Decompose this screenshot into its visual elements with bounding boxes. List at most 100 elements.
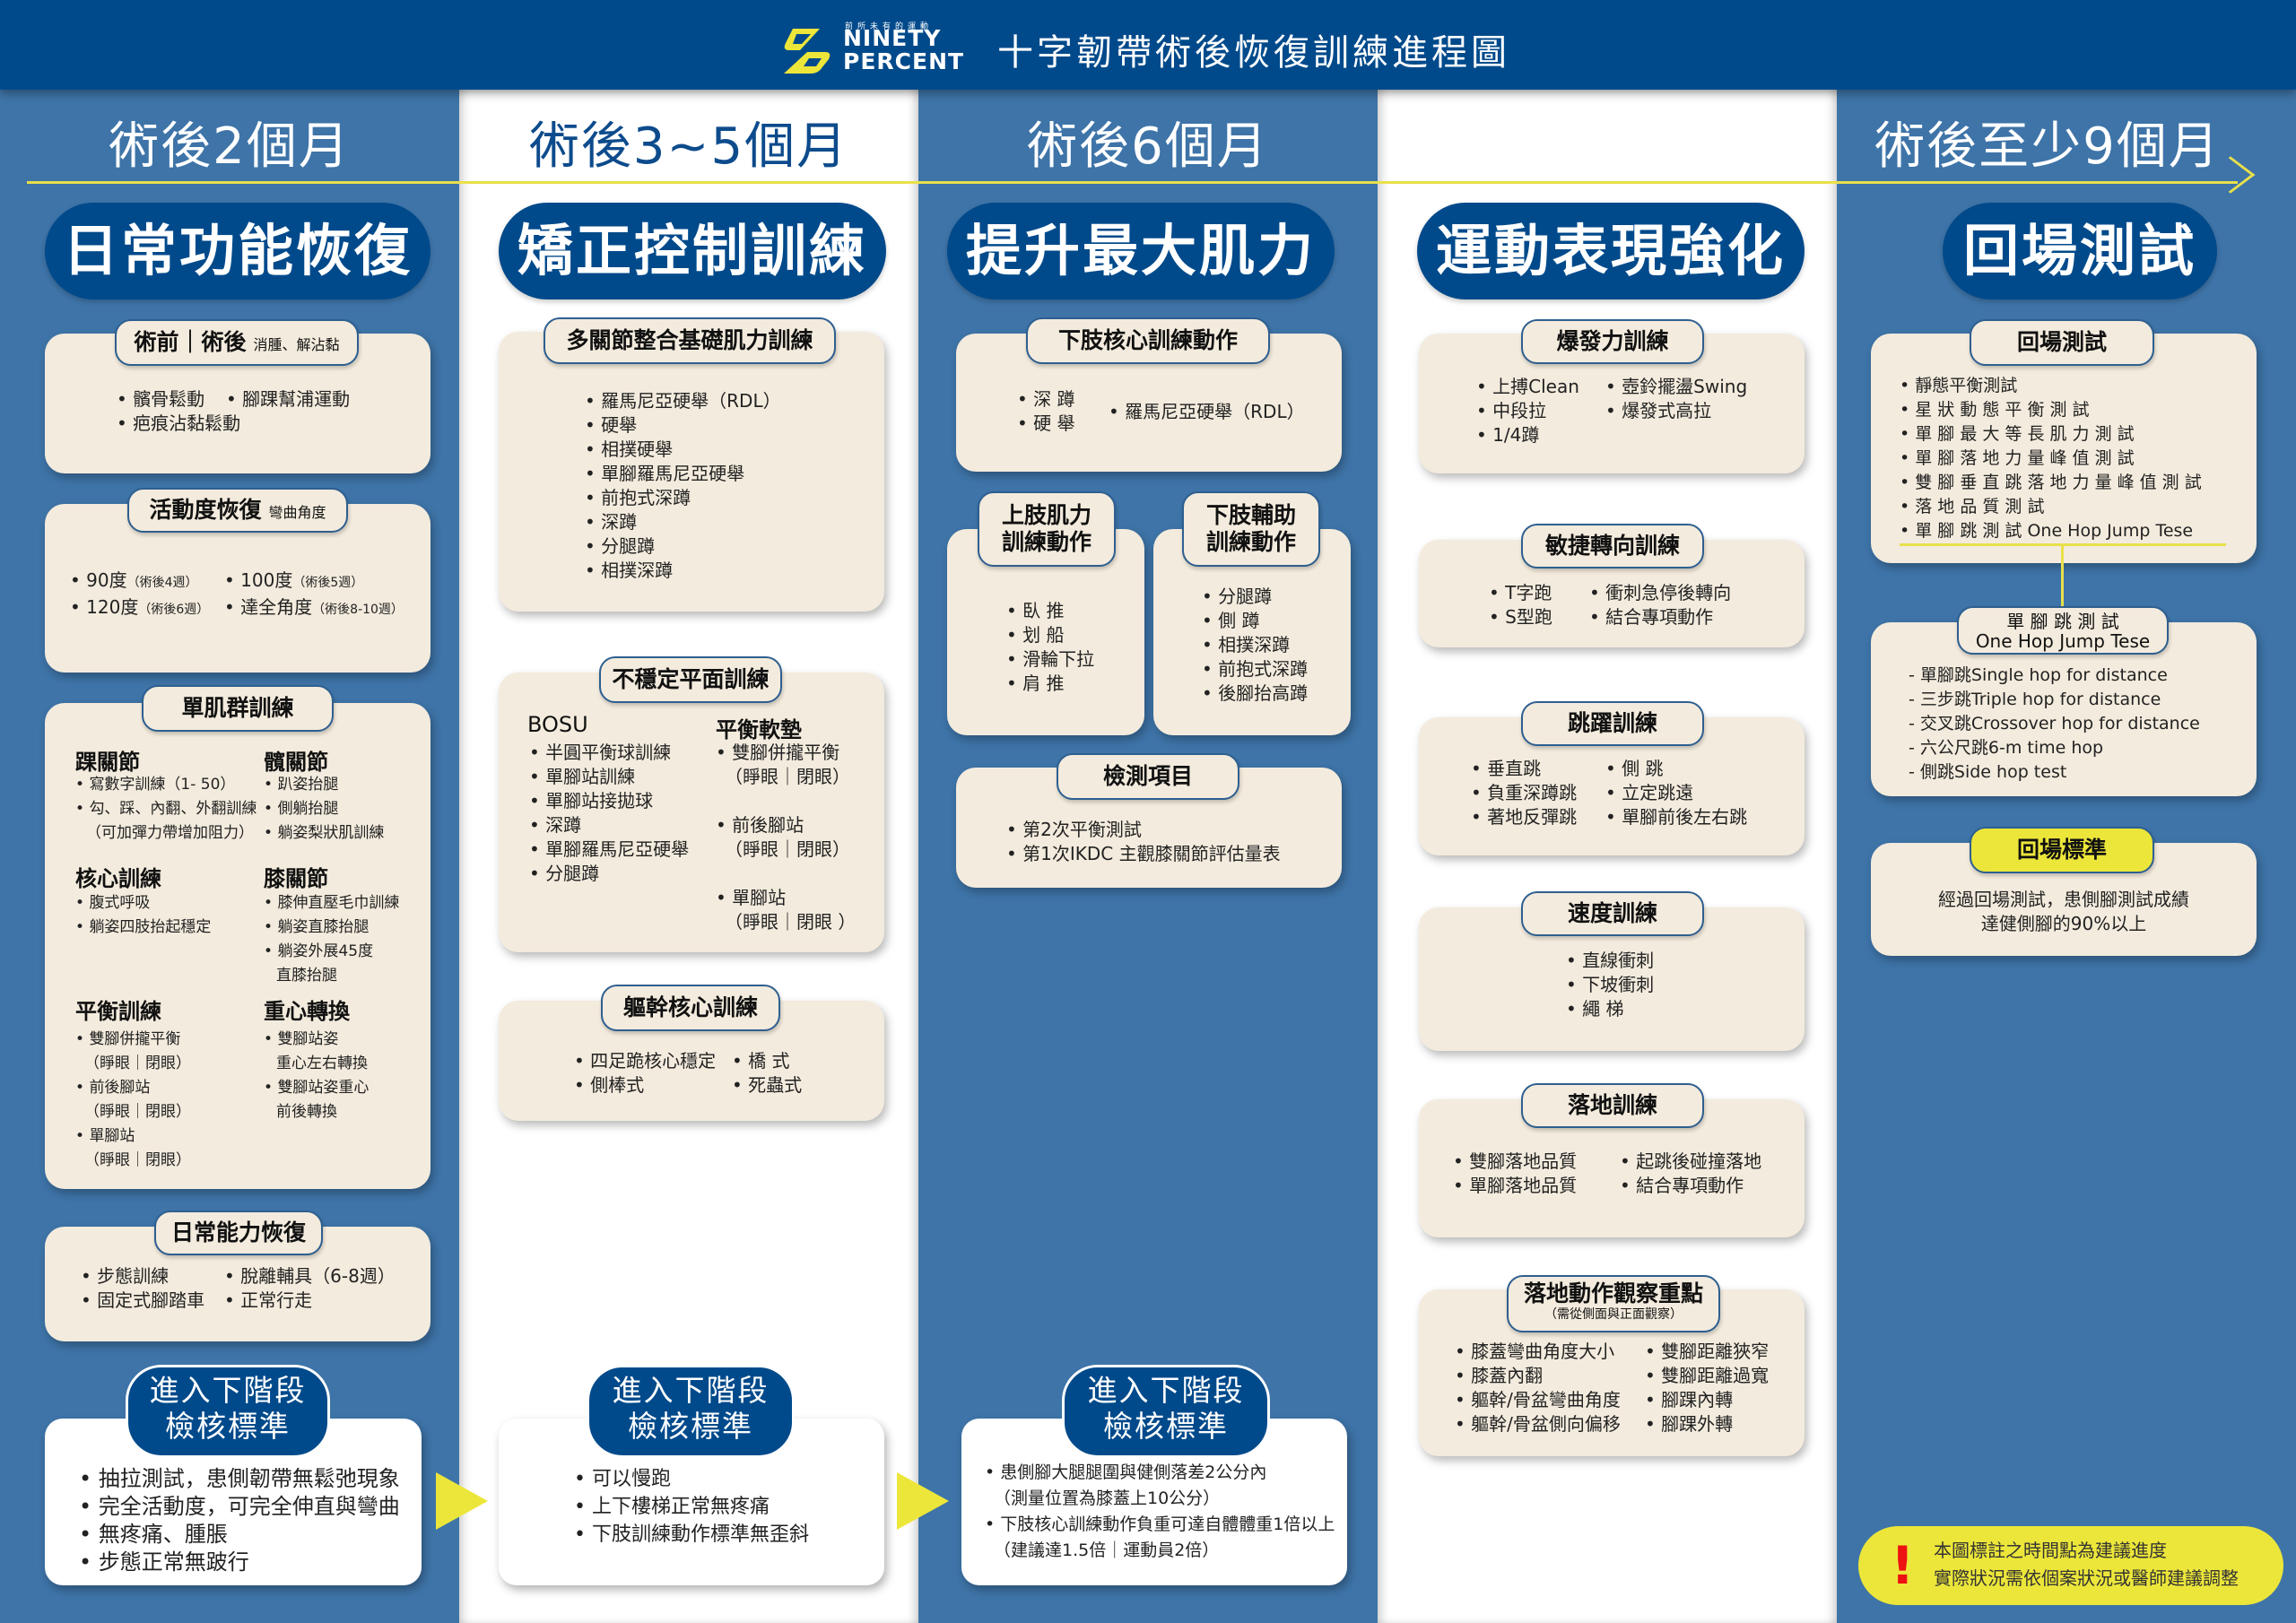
list-item: 臥 推 [1006, 599, 1094, 623]
criteria-tag: 進入下階段 檢核標準 [587, 1365, 795, 1458]
item-list: 第2次平衡測試 第1次IKDC 主觀膝關節評估量表 [1006, 818, 1280, 866]
rom-value: 120度 [86, 596, 139, 618]
item-list: 靜態平衡測試 星 狀 動 態 平 衡 測 試 單 腳 最 大 等 長 肌 力 測… [1900, 374, 2202, 543]
criteria-item: 完全活動度，可完全伸直與彎曲 [79, 1493, 400, 1521]
list-item: 膝伸直壓毛巾訓練 [264, 891, 399, 916]
list-item: 前抱式深蹲 [1202, 657, 1308, 681]
list-item: 羅馬尼亞硬舉（RDL） [585, 389, 780, 413]
list-item-text: （睜眼｜閉眼） [725, 838, 850, 860]
criteria-title-line1: 進入下階段 [612, 1373, 770, 1408]
brand-name: NINETY PERCENT [843, 27, 964, 74]
list-item-continued: （睜眼｜閉眼） [75, 1149, 191, 1173]
list-item: 分腿蹲 [529, 862, 689, 886]
list-item: 靜態平衡測試 [1900, 374, 2202, 398]
list-item: 下坡衝刺 [1566, 973, 1654, 997]
list-item: 死蟲式 [732, 1073, 802, 1098]
list-item-continued: （睜眼｜閉眼） [716, 765, 856, 789]
list-item: 90度（術後4週） [70, 568, 209, 595]
item-list: 羅馬尼亞硬舉（RDL） 硬舉 相撲硬舉 單腳羅馬尼亞硬舉 前抱式深蹲 深蹲 分腿… [585, 389, 781, 583]
list-item: 深蹲 [585, 510, 781, 534]
item-list: 膝蓋彎曲角度大小 膝蓋內翻 軀幹/骨盆彎曲角度 軀幹/骨盆側向偏移 [1455, 1340, 1621, 1436]
return-criteria-text: 經過回場測試，患側腳測試成績 達健側腳的90%以上 [1871, 888, 2257, 936]
item-list: 步態訓練 固定式腳踏車 [81, 1264, 204, 1313]
list-item: 單腳前後左右跳 [1605, 805, 1747, 829]
list-item: 立定跳遠 [1605, 781, 1747, 805]
page-title: 十字韌帶術後恢復訓練進程圖 [997, 32, 1510, 74]
list-item: 單 腳 最 大 等 長 肌 力 測 試 [1900, 422, 2202, 447]
list-item: 達全角度（術後8-10週） [224, 595, 404, 622]
list-item: 雙腳站姿 [264, 1028, 369, 1052]
criteria-item-text: （建議達1.5倍｜運動員2倍） [994, 1541, 1220, 1560]
list-item: T字跑 [1489, 581, 1552, 605]
card-tag: 單 腳 跳 測 試 One Hop Jump Tese [1957, 606, 2169, 655]
list-item: 腹式呼吸 [75, 891, 211, 916]
list-item: 躺姿直膝抬腿 [264, 916, 399, 940]
period-label: 術後6個月 [1027, 117, 1269, 176]
card-tag: 回場測試 [1970, 319, 2154, 366]
list-item: 相撲深蹲 [1202, 633, 1308, 657]
card-tag: 跳躍訓練 [1521, 701, 1704, 746]
rom-note: （術後8-10週） [312, 603, 404, 617]
list-item: 1/4蹲 [1476, 423, 1579, 447]
list-item: 著地反彈跳 [1471, 805, 1577, 829]
list-item: 半圓平衡球訓練 [529, 741, 689, 765]
list-item-continued: （可加彈力帶增加阻力） [75, 821, 257, 846]
list-item: 膝蓋內翻 [1455, 1364, 1621, 1388]
list-item: 硬舉 [585, 413, 781, 438]
connector-underline [1900, 543, 2226, 546]
stage-title: 矯正控制訓練 [499, 203, 886, 299]
list-item: 單腳羅馬尼亞硬舉 [585, 462, 781, 486]
card-tag: 軀幹核心訓練 [601, 985, 780, 1031]
rom-value: 90度 [86, 569, 127, 591]
item-list: T字跑 S型跑 [1489, 581, 1552, 629]
ninety-percent-logo-icon [784, 29, 831, 74]
list-item: 膝蓋彎曲角度大小 [1455, 1340, 1621, 1364]
criteria-item: 抽拉測試，患側韌帶無鬆弛現象 [79, 1465, 400, 1493]
list-item: 後腳抬高蹲 [1202, 681, 1308, 706]
card-tag: 單肌群訓練 [142, 685, 334, 732]
item-list: 臥 推 划 船 滑輪下拉 肩 推 [1006, 599, 1094, 696]
list-item: 垂直跳 [1471, 757, 1577, 781]
stage-title: 回場測試 [1943, 203, 2217, 299]
item-list: 深 蹲 硬 舉 [1017, 387, 1074, 436]
tag-line2: One Hop Jump Tese [1975, 630, 2151, 652]
group-title: 平衡訓練 [75, 999, 161, 1024]
item-list: 腳踝幫浦運動 [226, 387, 350, 412]
tag-line2: 訓練動作 [1001, 529, 1091, 555]
criteria-title-line2: 檢核標準 [165, 1409, 291, 1444]
period-label: 術後3~5個月 [528, 117, 849, 176]
list-item: 分腿蹲 [1202, 585, 1308, 609]
criteria-item: 患側腳大腿腿圍與健側落差2公分內 [985, 1460, 1335, 1486]
list-item: 120度（術後6週） [70, 595, 209, 622]
criteria-item: 下肢核心訓練動作負重可達自體體重1倍以上 [985, 1512, 1335, 1538]
criteria-list: 患側腳大腿腿圍與健側落差2公分內 （測量位置為膝蓋上10公分） 下肢核心訓練動作… [985, 1460, 1335, 1564]
list-item: 三步跳Triple hop for distance [1909, 688, 2200, 712]
list-item: 脫離輔具（6-8週） [224, 1264, 396, 1289]
group-title: 髖關節 [264, 750, 328, 775]
item-list: 雙腳落地品質 單腳落地品質 [1453, 1150, 1577, 1198]
rom-note: （術後4週） [126, 576, 198, 590]
list-item: 硬 舉 [1017, 412, 1074, 436]
list-item: 單腳站接拋球 [529, 789, 689, 813]
item-list: 髕骨鬆動 疤痕沾黏鬆動 [117, 387, 240, 436]
list-item-text: （睜眼｜閉眼 ） [725, 911, 857, 933]
connector-vertical [2061, 545, 2064, 608]
item-list: 脫離輔具（6-8週） 正常行走 [224, 1264, 396, 1313]
list-item: 單腳站 [716, 886, 856, 910]
list-item: 軀幹/骨盆彎曲角度 [1455, 1388, 1621, 1412]
item-list: 衝刺急停後轉向 結合專項動作 [1589, 581, 1731, 629]
criteria-title-line2: 檢核標準 [1103, 1409, 1229, 1444]
list-item: 側跳Side hop test [1909, 760, 2200, 785]
card-tag: 不穩定平面訓練 [599, 656, 782, 703]
list-item: 側躺抬腿 [264, 797, 384, 821]
list-item: 趴姿抬腿 [264, 773, 384, 797]
period-label: 術後2個月 [109, 117, 351, 176]
card-tag: 術前｜術後消腫、解沾黏 [115, 319, 359, 366]
card-tag: 落地訓練 [1521, 1083, 1704, 1128]
group-title: 膝關節 [264, 866, 328, 891]
list-item-text: 前後轉換 [276, 1103, 337, 1121]
item-list: 起跳後碰撞落地 結合專項動作 [1620, 1150, 1761, 1198]
list-item: 分腿蹲 [585, 534, 781, 559]
list-item: 前抱式深蹲 [585, 486, 781, 510]
list-item: 壺鈴擺盪Swing [1605, 375, 1747, 399]
